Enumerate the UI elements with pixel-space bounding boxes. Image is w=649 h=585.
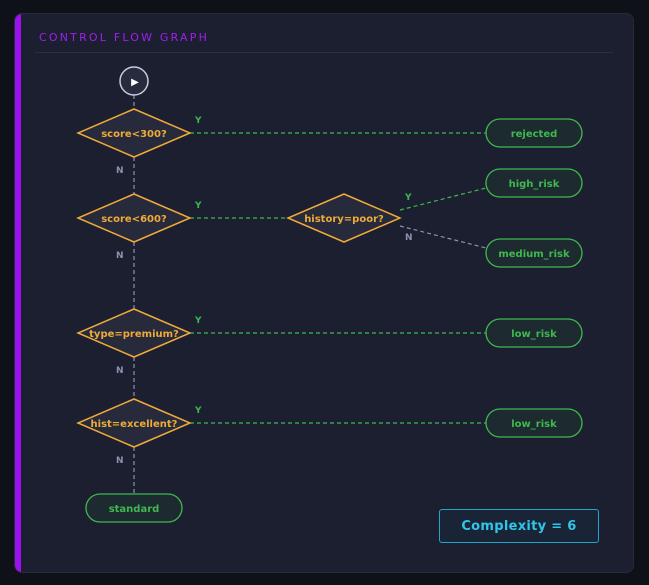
accent-bar [15, 14, 21, 572]
panel-title: CONTROL FLOW GRAPH [39, 31, 210, 44]
terminal-medium-risk-label: medium_risk [498, 249, 570, 260]
branch-label-n: N [116, 251, 124, 261]
complexity-badge: Complexity = 6 [439, 509, 599, 543]
branch-label-n: N [405, 233, 413, 243]
terminal-high-risk-label: high_risk [509, 179, 560, 190]
branch-label-y: Y [194, 406, 202, 416]
cfg-panel: CONTROL FLOW GRAPH [14, 13, 634, 573]
branch-label-n: N [116, 366, 124, 376]
decision-type-premium-label: type=premium? [89, 329, 179, 340]
terminal-high-risk [485, 168, 583, 198]
decision-score-600 [76, 193, 192, 243]
branch-label-y: Y [194, 116, 202, 126]
branch-label-n: N [116, 166, 124, 176]
terminal-low-risk-1-label: low_risk [511, 329, 557, 340]
decision-type-premium [76, 308, 192, 358]
branch-label-y: Y [194, 201, 202, 211]
edge-d3-high [399, 187, 487, 211]
title-divider [35, 52, 613, 53]
decision-score-600-label: score<600? [101, 214, 167, 225]
terminal-standard [85, 493, 183, 523]
edge-d3-medium [399, 225, 487, 249]
terminal-low-risk-2 [485, 408, 583, 438]
branch-label-y: Y [194, 316, 202, 326]
terminal-rejected [485, 118, 583, 148]
start-play-icon: ▶ [131, 77, 139, 88]
terminal-low-risk-2-label: low_risk [511, 419, 557, 430]
branch-label-y: Y [404, 193, 412, 203]
decision-hist-excellent [76, 398, 192, 448]
decision-history-poor [286, 193, 402, 243]
start-node [119, 66, 149, 96]
decision-hist-excellent-label: hist=excellent? [91, 419, 178, 430]
decision-score-300-label: score<300? [101, 129, 167, 140]
terminal-low-risk-1 [485, 318, 583, 348]
decision-history-poor-label: history=poor? [304, 214, 384, 225]
terminal-medium-risk [485, 238, 583, 268]
terminal-standard-label: standard [109, 504, 160, 515]
terminal-rejected-label: rejected [511, 129, 558, 140]
branch-label-n: N [116, 456, 124, 466]
decision-score-300 [76, 108, 192, 158]
